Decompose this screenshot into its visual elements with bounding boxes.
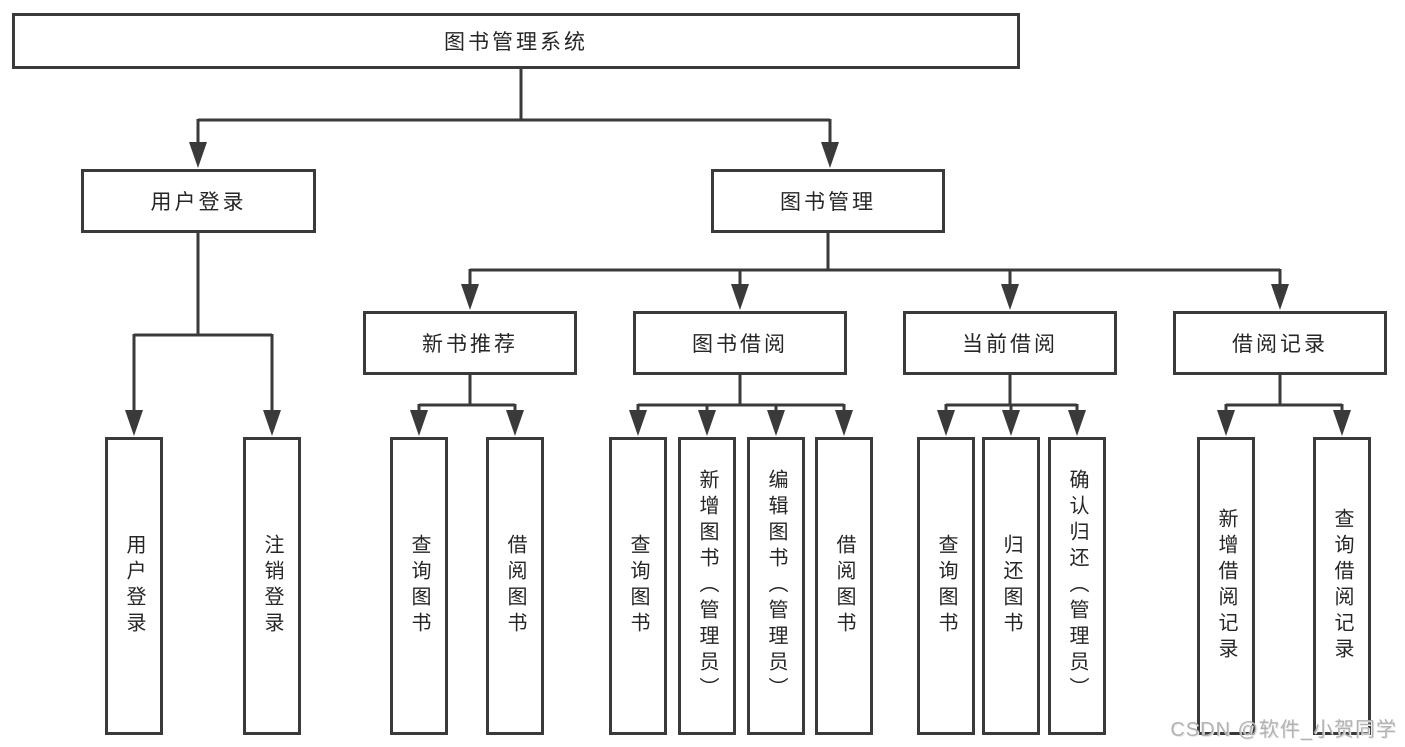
leaf-label: 借阅图书 (833, 534, 855, 638)
leaf-user-login: 用户登录 (105, 437, 163, 735)
leaf-confirm-return-admin: 确认归还（管理员） (1048, 437, 1106, 735)
node-book-management: 图书管理 (711, 169, 945, 233)
arrowheads (125, 142, 1351, 436)
leaf-label: 查询借阅记录 (1331, 508, 1353, 664)
leaf-query-books-recommend: 查询图书 (390, 437, 448, 735)
node-label: 图书管理 (780, 191, 876, 214)
leaf-borrow-books: 借阅图书 (815, 437, 873, 735)
node-label: 当前借阅 (962, 333, 1058, 356)
node-book-borrowing: 图书借阅 (633, 311, 847, 375)
node-borrowing-records: 借阅记录 (1173, 311, 1387, 375)
leaf-label: 确认归还（管理员） (1066, 469, 1088, 703)
node-label: 图书借阅 (692, 333, 788, 356)
node-label: 用户登录 (150, 191, 247, 214)
leaf-return-books: 归还图书 (982, 437, 1040, 735)
leaf-label: 编辑图书（管理员） (765, 469, 787, 703)
leaf-query-books-current: 查询图书 (917, 437, 975, 735)
leaf-label: 用户登录 (123, 534, 145, 638)
leaf-add-borrow-record: 新增借阅记录 (1197, 437, 1255, 735)
csdn-watermark: CSDN @软件_小贺同学 (1170, 719, 1397, 741)
leaf-label: 查询图书 (627, 534, 649, 638)
leaf-add-books-admin: 新增图书（管理员） (678, 437, 736, 735)
node-library-management-system: 图书管理系统 (12, 13, 1020, 69)
leaf-logout: 注销登录 (243, 437, 301, 735)
leaf-query-borrow-record: 查询借阅记录 (1313, 437, 1371, 735)
leaf-edit-books-admin: 编辑图书（管理员） (747, 437, 805, 735)
leaf-label: 新增借阅记录 (1215, 508, 1237, 664)
leaf-borrow-books-recommend: 借阅图书 (486, 437, 544, 735)
node-new-book-recommendation: 新书推荐 (363, 311, 577, 375)
leaf-label: 查询图书 (935, 534, 957, 638)
node-user-login: 用户登录 (81, 169, 316, 233)
node-label: 图书管理系统 (444, 31, 588, 54)
leaf-label: 新增图书（管理员） (696, 469, 718, 703)
leaf-label: 注销登录 (261, 534, 283, 638)
leaf-label: 归还图书 (1000, 534, 1022, 638)
leaf-query-books-borrow: 查询图书 (609, 437, 667, 735)
node-current-borrowing: 当前借阅 (903, 311, 1117, 375)
node-label: 新书推荐 (422, 333, 518, 356)
leaf-label: 查询图书 (408, 534, 430, 638)
connector-paths (132, 69, 1344, 414)
leaf-label: 借阅图书 (504, 534, 526, 638)
node-label: 借阅记录 (1232, 333, 1328, 356)
